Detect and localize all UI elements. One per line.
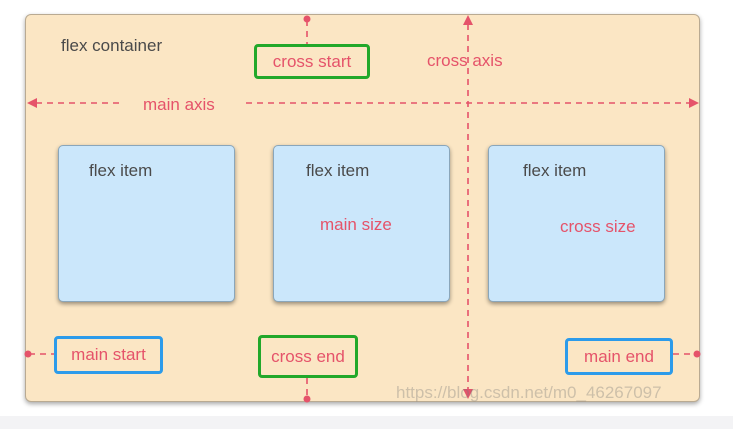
flex-item-1: flex item xyxy=(58,145,235,302)
cross-end-box: cross end xyxy=(258,335,358,378)
main-end-label: main end xyxy=(584,346,654,366)
flex-item-label: flex item xyxy=(306,161,370,180)
flex-item-2: flex item xyxy=(273,145,450,302)
main-size-label: main size xyxy=(320,215,392,234)
main-start-box: main start xyxy=(54,336,163,374)
bottom-band xyxy=(0,416,733,429)
main-axis-label: main axis xyxy=(143,95,215,114)
flex-container-label: flex container xyxy=(61,36,163,55)
flex-item-label: flex item xyxy=(89,161,153,180)
cross-axis-label: cross axis xyxy=(427,51,503,70)
main-end-box: main end xyxy=(565,338,673,375)
main-start-label: main start xyxy=(71,345,146,364)
cross-end-label: cross end xyxy=(271,346,345,366)
cross-size-label: cross size xyxy=(557,217,639,237)
cross-start-label: cross start xyxy=(272,51,352,71)
watermark: https://blog.csdn.net/m0_46267097 xyxy=(396,383,662,402)
cross-start-box: cross start xyxy=(254,44,370,79)
flex-item-label: flex item xyxy=(523,161,587,180)
